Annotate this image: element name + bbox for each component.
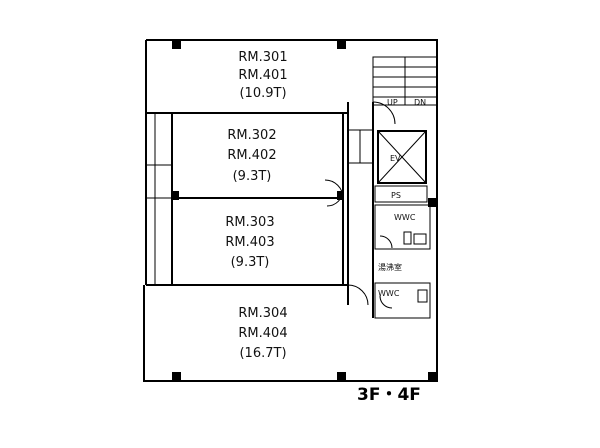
svg-text:RM.402: RM.402 xyxy=(227,148,276,163)
svg-text:(9.3T): (9.3T) xyxy=(231,255,270,270)
svg-text:RM.401: RM.401 xyxy=(238,68,287,83)
svg-text:RM.302: RM.302 xyxy=(227,128,276,143)
stair-up-label: UP xyxy=(387,98,398,107)
elevator-label: EV xyxy=(390,154,401,163)
svg-text:(9.3T): (9.3T) xyxy=(233,169,272,184)
floor-caption: 3F・4F xyxy=(357,385,421,405)
core-area xyxy=(324,56,438,319)
svg-text:RM.403: RM.403 xyxy=(225,235,274,250)
outer-walls xyxy=(143,39,438,382)
room-304-label: RM.304 RM.404 (16.7T) xyxy=(238,306,287,361)
svg-text:(16.7T): (16.7T) xyxy=(239,346,286,361)
room-301-label: RM.301 RM.401 (10.9T) xyxy=(238,50,287,101)
svg-text:RM.404: RM.404 xyxy=(238,326,287,341)
pipe-shaft-label: PS xyxy=(391,191,401,200)
wc-upper-label: WWC xyxy=(394,213,416,222)
room-302-label: RM.302 RM.402 (9.3T) xyxy=(227,128,276,184)
structural-columns xyxy=(172,40,437,381)
svg-text:RM.303: RM.303 xyxy=(225,215,274,230)
svg-text:(10.9T): (10.9T) xyxy=(239,86,286,101)
kitchen-label: 湯沸室 xyxy=(378,262,402,272)
stair-down-label: DN xyxy=(414,98,426,107)
svg-text:RM.301: RM.301 xyxy=(238,50,287,65)
room-303-label: RM.303 RM.403 (9.3T) xyxy=(225,215,274,270)
wc-lower-label: WWC xyxy=(378,289,400,298)
svg-text:RM.304: RM.304 xyxy=(238,306,287,321)
